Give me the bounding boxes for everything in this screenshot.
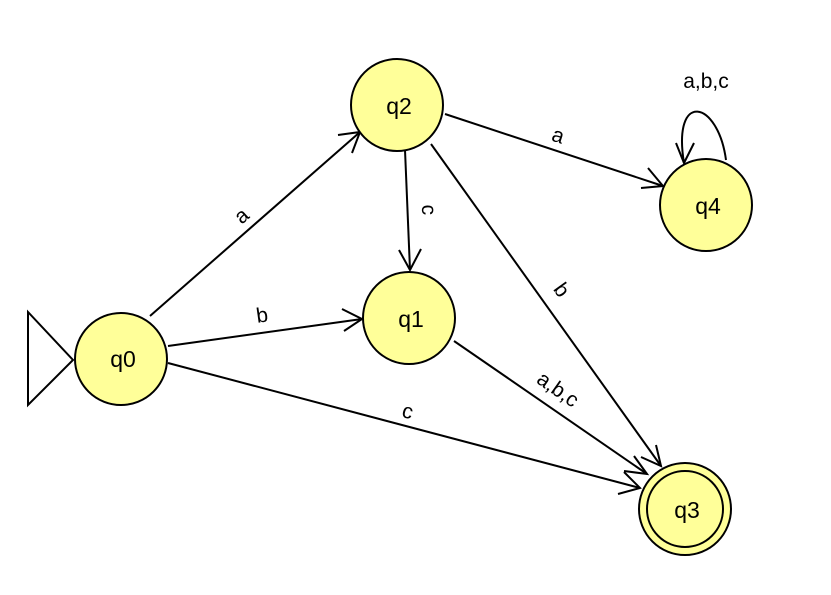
initial-state-marker <box>27 309 75 408</box>
state-label-q4: q4 <box>695 193 721 219</box>
transition-label-q4-q4: a,b,c <box>683 70 729 93</box>
state-q4: q4 <box>659 158 753 252</box>
transition-label-q2-q3: b <box>549 279 574 302</box>
transition-q2-q1: c <box>398 149 440 273</box>
state-label-q2: q2 <box>386 93 412 119</box>
transition-q4-q4-loop: a,b,c <box>675 70 729 166</box>
transition-label-q1-q3: a,b,c <box>532 367 582 412</box>
transition-label-q0-q1: b <box>255 303 270 327</box>
state-q1: q1 <box>362 271 456 365</box>
transition-q2-q4: a <box>444 113 665 189</box>
final-state-ring <box>646 470 724 548</box>
transition-q0-q2: a <box>149 130 362 317</box>
state-q2: q2 <box>350 58 444 152</box>
transition-label-q2-q4: a <box>549 123 568 149</box>
state-label-q0: q0 <box>110 346 136 372</box>
state-label-q3: q3 <box>674 497 700 523</box>
transition-label-q0-q3: c <box>400 399 416 424</box>
state-q0: q0 <box>74 312 168 406</box>
transition-label-q2-q1: c <box>417 204 440 215</box>
state-q3-final: q3 <box>638 462 732 556</box>
transition-label-q0-q2: a <box>230 203 254 228</box>
transition-q0-q1: b <box>167 303 364 347</box>
state-label-q1: q1 <box>398 306 424 332</box>
transition-q2-q3: b <box>430 143 663 468</box>
